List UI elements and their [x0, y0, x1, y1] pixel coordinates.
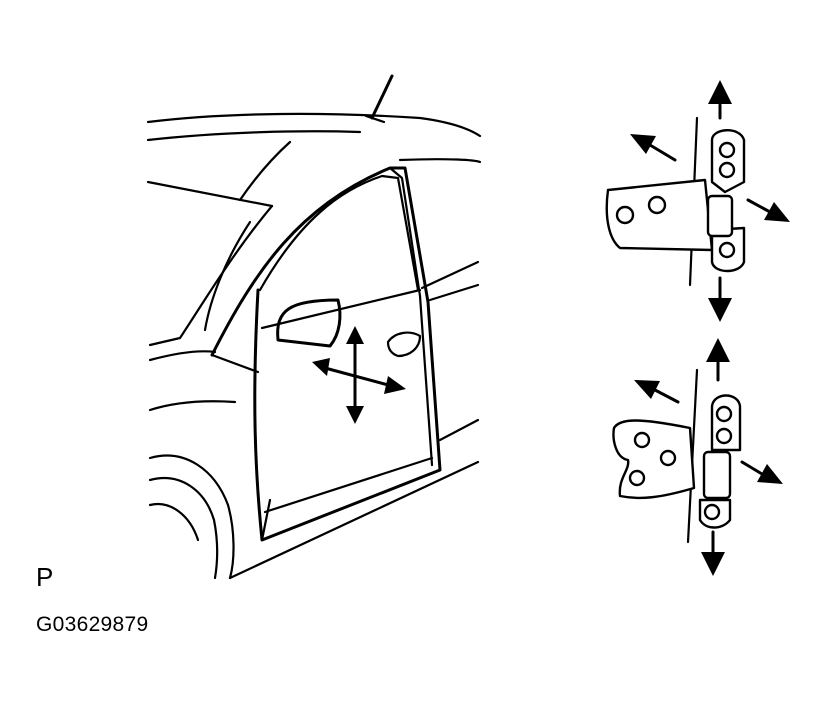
- rear-door-beltline: [420, 260, 480, 290]
- hood-line: [148, 350, 217, 362]
- mirror-base: [210, 353, 260, 374]
- hinge-bolt: [703, 503, 721, 521]
- hinge-bolt: [615, 205, 635, 225]
- figure-code-label: G03629879: [36, 613, 149, 636]
- arrow-icon: [346, 326, 364, 344]
- door-outline: [210, 166, 442, 542]
- antenna: [370, 74, 394, 120]
- wheel-arch-outer: [148, 454, 235, 580]
- arrow-icon: [701, 552, 725, 576]
- roof-curve: [238, 140, 292, 202]
- lower-hinge-body-plate: [612, 419, 696, 500]
- lower-hinge-pivot: [702, 450, 732, 500]
- arrow-icon: [384, 376, 406, 394]
- hinge-bolt: [715, 405, 733, 423]
- a-pillar: [148, 204, 274, 347]
- windshield-edge: [203, 220, 252, 332]
- arrow-icon: [346, 406, 364, 424]
- arrow-icon: [708, 298, 732, 322]
- rear-window-top: [398, 158, 482, 164]
- tire-line: [148, 502, 200, 542]
- antenna-base: [364, 114, 386, 124]
- upper-hinge-door-plate-top: [710, 129, 746, 194]
- rocker-line: [228, 460, 480, 580]
- rear-door-belt-lower: [428, 283, 480, 302]
- hinge-bolt: [659, 449, 677, 467]
- arrow-icon: [708, 80, 732, 104]
- roof-drip: [146, 180, 274, 208]
- arrow-icon: [312, 358, 330, 376]
- arrow-shaft: [740, 460, 764, 476]
- door-rear-edge: [388, 166, 434, 467]
- hinge-bolt: [633, 431, 651, 449]
- door-trim: [263, 456, 434, 514]
- hinge-bolt: [647, 195, 667, 215]
- arrow-shaft: [653, 388, 680, 404]
- fender-line: [148, 400, 237, 412]
- door-arrow-shaft-horizontal: [323, 366, 394, 388]
- arrow-icon: [764, 202, 790, 222]
- front-door: [210, 166, 442, 542]
- arrow-icon: [630, 134, 656, 154]
- hinge-bolt: [628, 469, 646, 487]
- roof-crease: [146, 130, 362, 142]
- car-illustration: [146, 74, 482, 580]
- door-adjust-arrows: [312, 326, 406, 424]
- upper-hinge-pivot: [706, 194, 734, 238]
- rear-door-bottom: [438, 418, 480, 442]
- arrow-shaft: [746, 198, 772, 214]
- arrow-icon: [706, 338, 730, 362]
- upper-hinge: [605, 80, 790, 322]
- lower-hinge: [612, 338, 783, 576]
- door-bottom-corner: [260, 498, 272, 542]
- arrow-icon: [757, 464, 783, 484]
- side-mirror: [276, 298, 342, 348]
- door-window-frame: [258, 174, 420, 292]
- arrow-icon: [634, 380, 660, 399]
- hinge-bolt: [715, 427, 733, 445]
- upper-hinge-body-plate: [605, 178, 714, 252]
- wheel-arch-inner: [148, 477, 219, 580]
- hinge-bolt: [718, 241, 736, 259]
- door-handle: [386, 331, 422, 358]
- arrow-shaft: [648, 143, 677, 162]
- roof-line: [146, 112, 482, 138]
- hinge-bolt: [718, 161, 736, 179]
- hinge-bolt: [718, 141, 736, 159]
- view-letter-label: P: [36, 562, 54, 592]
